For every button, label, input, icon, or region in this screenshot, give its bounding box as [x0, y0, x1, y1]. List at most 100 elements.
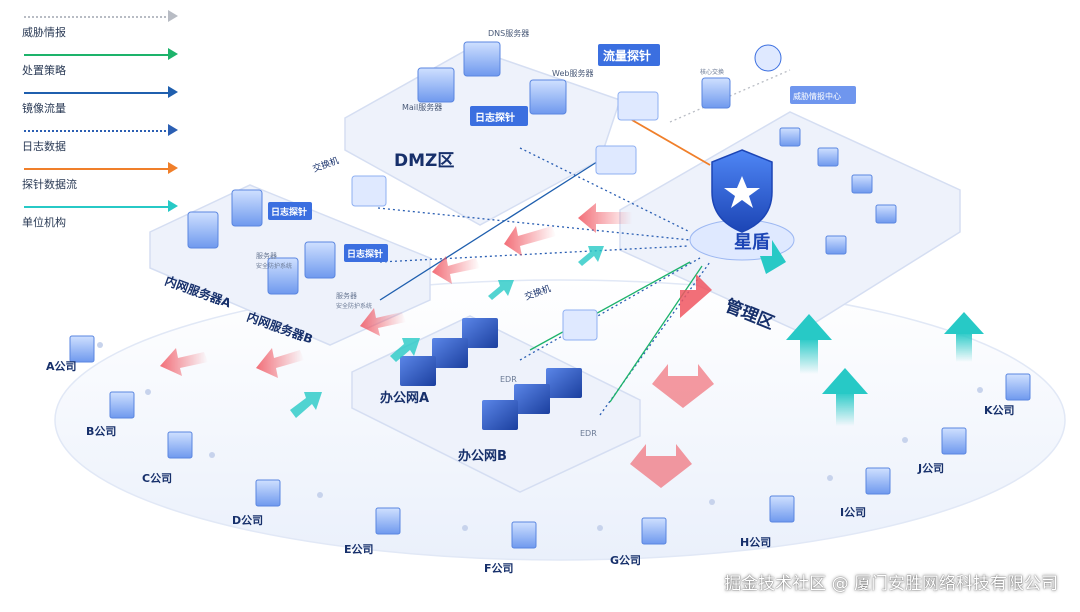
teal-arrow-1: [290, 392, 322, 418]
building-icon: [255, 479, 281, 507]
company-label-j: J公司: [917, 462, 944, 475]
ring-dot: [597, 525, 603, 531]
internal-servers: [187, 175, 388, 295]
threat-intel-center-label: 威胁情报中心: [793, 91, 841, 101]
building-icon: [1005, 373, 1031, 401]
ring-dots: [97, 342, 983, 531]
log-line-dmz: [519, 147, 691, 233]
threat-intel-center-box[interactable]: [790, 86, 856, 104]
legend-item-policy: 处置策略: [22, 46, 192, 84]
building-icon: [769, 495, 795, 523]
legend-label: 探针数据流: [22, 178, 77, 191]
legend-label: 日志数据: [22, 140, 66, 153]
internal-b-server-icon-1[interactable]: [267, 257, 299, 295]
mail-server-icon[interactable]: [417, 67, 455, 103]
internal-a-log-probe-label: 日志探针: [271, 206, 307, 218]
module-icon-5: [825, 235, 847, 255]
building-icon: [167, 431, 193, 459]
legend-item-unit: 单位机构: [22, 198, 192, 236]
internal-b-server-caption: 服务器: [336, 291, 357, 300]
office-a-zone-label: 办公网A: [380, 390, 429, 406]
red-arrow-1: [578, 203, 632, 233]
legend-arrowhead: [168, 10, 178, 22]
company-label-k: K公司: [984, 404, 1015, 417]
internal-b-security-caption: 安全防护系统: [336, 302, 372, 310]
monitor-icon-1: [462, 318, 498, 348]
flow-probe-box[interactable]: [598, 44, 660, 66]
edr-label-b: EDR: [580, 429, 597, 438]
teal-arrow-6: [786, 314, 832, 340]
company-label-a: A公司: [46, 360, 77, 373]
company-label-h: H公司: [740, 536, 771, 549]
company-label-d: D公司: [232, 514, 263, 527]
dmz-log-probe-label: 日志探针: [475, 111, 515, 124]
legend-arrowhead: [168, 48, 178, 60]
mirror-line: [379, 159, 601, 301]
internal-a-server-icon-1[interactable]: [187, 211, 219, 249]
ring-dot: [709, 499, 715, 505]
ring-dot: [317, 492, 323, 498]
internal-a-server-icon-2[interactable]: [231, 189, 263, 227]
teal-arrow-2: [390, 338, 420, 362]
office-switch-icon[interactable]: [562, 309, 598, 341]
red-arrow-7: [680, 274, 712, 318]
monitor-icon-3: [400, 356, 436, 386]
company-label-e: E公司: [344, 543, 374, 556]
internal-b-log-probe-box[interactable]: [344, 244, 388, 262]
flow-probe-device-icon[interactable]: [617, 91, 659, 121]
legend-arrowhead: [168, 124, 178, 136]
teal-arrow-8: [944, 312, 984, 334]
legend-line: [24, 54, 170, 56]
ring-dot: [145, 389, 151, 395]
legend: 威胁情报 处置策略 镜像流量 日志数据 探针数据流 单位机构: [22, 8, 192, 229]
red-arrow-6: [160, 348, 208, 376]
legend-arrowhead: [168, 200, 178, 212]
legend-line: [24, 16, 170, 18]
internal-switch-icon[interactable]: [351, 175, 387, 207]
legend-item-mirror: 镜像流量: [22, 84, 192, 122]
teal-arrow-7: [822, 368, 868, 394]
dns-server-label: DNS服务器: [488, 28, 529, 38]
legend-label: 镜像流量: [22, 102, 66, 115]
module-icon-1: [779, 127, 801, 147]
office-b-zone-label: 办公网B: [458, 448, 507, 464]
switch-label: 交换机: [311, 154, 340, 175]
log-line-internal-b: [379, 245, 689, 263]
module-icon-3: [851, 174, 873, 194]
internal-a-log-probe-box[interactable]: [268, 202, 312, 220]
core-switch-icon[interactable]: [595, 145, 637, 175]
teal-arrow-5: [760, 240, 786, 274]
teal-arrow-8-stem: [956, 332, 972, 362]
ring-dot: [97, 342, 103, 348]
legend-item-log: 日志数据: [22, 122, 192, 160]
red-arrow-8: [652, 364, 714, 408]
web-server-icon[interactable]: [529, 79, 567, 115]
legend-line: [24, 92, 170, 94]
star-icon: [724, 176, 760, 208]
company-label-f: F公司: [484, 562, 514, 575]
internal-a-server-caption: 服务器: [256, 251, 277, 260]
red-arrow-5: [256, 348, 304, 378]
ring-dot: [209, 452, 215, 458]
dmz-log-probe-box[interactable]: [470, 106, 528, 126]
building-icon: [511, 521, 537, 549]
dmz-zone-label: DMZ区: [394, 151, 454, 171]
legend-label: 单位机构: [22, 216, 66, 229]
globe-icon: [754, 44, 782, 72]
company-label-b: B公司: [86, 425, 116, 438]
brand-label: 星盾: [734, 232, 770, 253]
legend-label: 威胁情报: [22, 26, 66, 39]
flow-probe-label: 流量探针: [603, 48, 651, 63]
probe-line: [631, 119, 711, 166]
red-arrow-4: [360, 308, 406, 336]
dns-server-icon[interactable]: [463, 41, 501, 77]
building-icon: [641, 517, 667, 545]
building-icon: [375, 507, 401, 535]
teal-arrow-4: [578, 246, 604, 266]
internal-b-server-icon-2[interactable]: [304, 241, 336, 279]
monitor-icon-6: [482, 400, 518, 430]
legend-item-probe: 探针数据流: [22, 160, 192, 198]
legend-line: [24, 168, 170, 170]
